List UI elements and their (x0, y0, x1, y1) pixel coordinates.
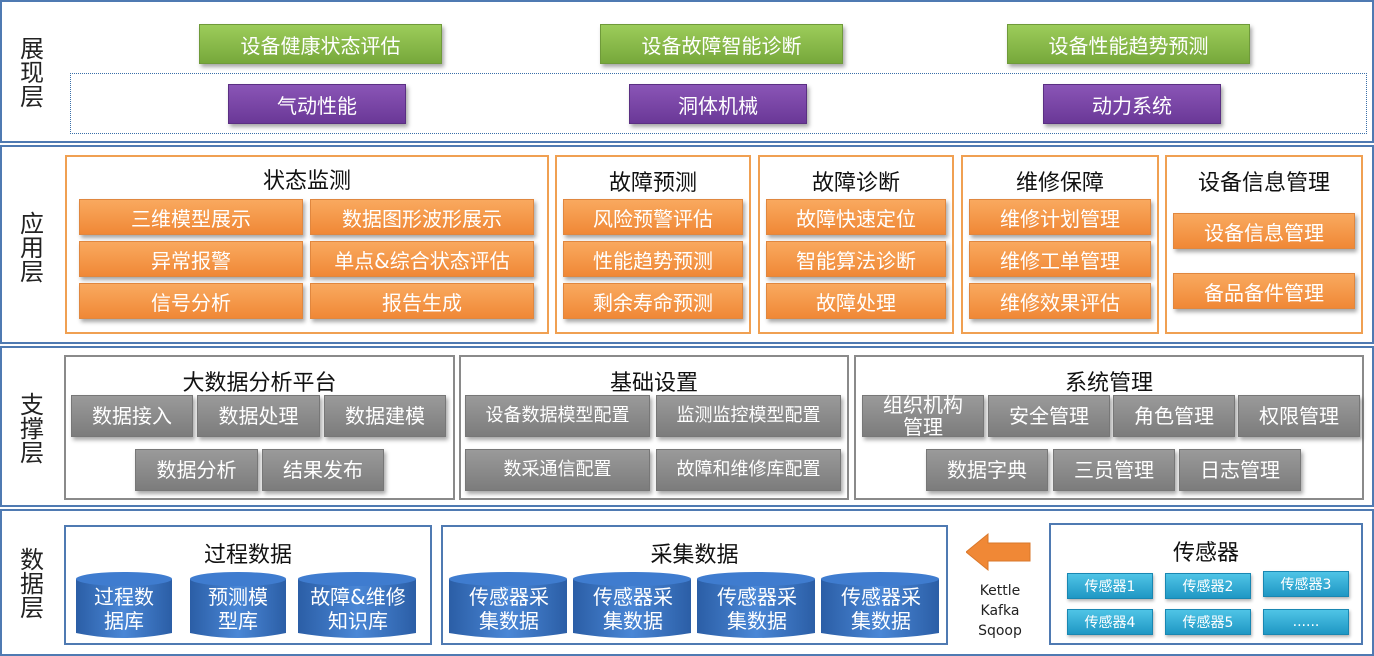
organization-button[interactable]: 组织机构管理 (862, 393, 984, 439)
tool-sqoop: Sqoop (978, 623, 1022, 639)
trend-prediction-button[interactable]: 设备性能趋势预测 (1007, 24, 1250, 64)
fault-prediction-group: 故障预测 风险预警评估 性能趋势预测 剩余寿命预测 (555, 155, 751, 334)
maintenance-plan-button[interactable]: 维修计划管理 (969, 199, 1151, 235)
power-system-button[interactable]: 动力系统 (1043, 84, 1221, 124)
tool-kafka: Kafka (980, 603, 1020, 619)
data-layer: 数据层 过程数据 (0, 509, 1374, 656)
group-title: 状态监测 (262, 169, 351, 194)
group-title: 故障诊断 (811, 171, 900, 196)
group-title: 维修保障 (1015, 171, 1104, 196)
sensor-item[interactable]: 传感器3 (1263, 571, 1349, 597)
aero-performance-button[interactable]: 气动性能 (228, 84, 406, 124)
sensor-item[interactable]: 传感器4 (1067, 609, 1153, 635)
subsystem-frame (70, 73, 1367, 134)
remaining-life-button[interactable]: 剩余寿命预测 (563, 283, 743, 319)
data-dictionary-button[interactable]: 数据字典 (926, 449, 1048, 491)
process-db-label: 过程数据库 (94, 585, 154, 633)
work-order-button[interactable]: 维修工单管理 (969, 241, 1151, 277)
signal-analysis-button[interactable]: 信号分析 (79, 283, 303, 319)
monitoring-model-config-button[interactable]: 监测监控模型配置 (656, 395, 841, 437)
process-db-row: 过程数据库 预测模型库 故障&维修知识库 (66, 571, 430, 643)
fault-handling-button[interactable]: 故障处理 (766, 283, 946, 319)
system-management-group: 系统管理 组织机构管理 安全管理 角色管理 权限管理 数据字典 三员管理 日志管… (854, 355, 1364, 500)
group-title: 设备信息管理 (1197, 171, 1330, 196)
comm-config-button[interactable]: 数采通信配置 (465, 449, 650, 491)
permission-button[interactable]: 权限管理 (1238, 395, 1360, 437)
layer-label: 展现层 (15, 36, 44, 108)
health-assessment-button[interactable]: 设备健康状态评估 (199, 24, 442, 64)
support-layer: 支撑层 大数据分析平台 数据接入 数据处理 数据建模 数据分析 结果发布 基础设… (0, 346, 1374, 507)
performance-trend-button[interactable]: 性能趋势预测 (563, 241, 743, 277)
db-cylinder-icon (76, 572, 416, 638)
sensor-data-label: 传感器采集数据 (717, 585, 797, 633)
layer-label: 支撑层 (15, 392, 44, 464)
smart-algorithm-button[interactable]: 智能算法诊断 (766, 241, 946, 277)
result-publish-button[interactable]: 结果发布 (262, 449, 384, 491)
data-analysis-button[interactable]: 数据分析 (135, 449, 258, 491)
sensor-item[interactable]: 传感器1 (1067, 573, 1153, 599)
sensor-data-label: 传感器采集数据 (593, 585, 673, 633)
application-layer: 应用层 状态监测 三维模型展示 数据图形波形展示 异常报警 单点&综合状态评估 … (0, 145, 1374, 344)
layer-label: 应用层 (15, 211, 44, 283)
prediction-model-db-label: 预测模型库 (208, 585, 268, 633)
sensor-item-more[interactable]: ...... (1263, 609, 1349, 635)
sensor-item[interactable]: 传感器2 (1165, 573, 1251, 599)
collect-data-group: 采集数据 传感器采集数据 传感器采集数据 传感器采集数据 传感器采集数据 (441, 525, 948, 645)
sensor-group: 传感器 传感器1 传感器2 传感器3 传感器4 传感器5 ...... (1049, 523, 1363, 645)
data-processing-button[interactable]: 数据处理 (197, 395, 320, 437)
security-button[interactable]: 安全管理 (988, 395, 1110, 437)
group-title: 过程数据 (203, 543, 292, 568)
knowledge-db-label: 故障&维修知识库 (310, 585, 406, 633)
spare-parts-button[interactable]: 备品备件管理 (1173, 273, 1355, 309)
status-evaluation-button[interactable]: 单点&综合状态评估 (310, 241, 534, 277)
status-monitoring-group: 状态监测 三维模型展示 数据图形波形展示 异常报警 单点&综合状态评估 信号分析… (65, 155, 549, 334)
group-title: 基础设置 (609, 371, 698, 396)
process-data-group: 过程数据 (64, 525, 432, 645)
group-title: 传感器 (1172, 541, 1239, 566)
bigdata-platform-group: 大数据分析平台 数据接入 数据处理 数据建模 数据分析 结果发布 (64, 355, 455, 500)
group-title: 系统管理 (1064, 371, 1153, 396)
maintenance-effect-button[interactable]: 维修效果评估 (969, 283, 1151, 319)
sensor-data-label: 传感器采集数据 (841, 585, 921, 633)
anomaly-alarm-button[interactable]: 异常报警 (79, 241, 303, 277)
risk-warning-button[interactable]: 风险预警评估 (563, 199, 743, 235)
basic-settings-group: 基础设置 设备数据模型配置 监测监控模型配置 数采通信配置 故障和维修库配置 (459, 355, 849, 500)
three-admins-button[interactable]: 三员管理 (1053, 449, 1175, 491)
group-title: 故障预测 (608, 171, 697, 196)
organization-label: 组织机构管理 (883, 393, 963, 439)
group-title: 大数据分析平台 (182, 371, 337, 396)
data-ingest-button[interactable]: 数据接入 (71, 395, 193, 437)
3d-model-button[interactable]: 三维模型展示 (79, 199, 303, 235)
sensor-db-cylinder-icon (449, 572, 939, 638)
log-management-button[interactable]: 日志管理 (1179, 449, 1301, 491)
role-button[interactable]: 角色管理 (1113, 395, 1235, 437)
layer-label: 数据层 (15, 547, 44, 619)
tunnel-mechanics-button[interactable]: 洞体机械 (629, 84, 807, 124)
sensor-item[interactable]: 传感器5 (1165, 609, 1251, 635)
fault-diagnosis-button[interactable]: 设备故障智能诊断 (600, 24, 843, 64)
tool-list: Kettle Kafka Sqoop (968, 581, 1032, 641)
tool-kettle: Kettle (979, 583, 1021, 599)
equipment-info-button[interactable]: 设备信息管理 (1173, 213, 1355, 249)
presentation-layer: 展现层 设备健康状态评估 设备故障智能诊断 设备性能趋势预测 气动性能 洞体机械… (0, 0, 1374, 143)
waveform-display-button[interactable]: 数据图形波形展示 (310, 199, 534, 235)
left-arrow-icon (966, 532, 1031, 572)
equipment-info-group: 设备信息管理 设备信息管理 备品备件管理 (1165, 155, 1363, 334)
fast-locate-button[interactable]: 故障快速定位 (766, 199, 946, 235)
data-modeling-button[interactable]: 数据建模 (324, 395, 446, 437)
fault-diagnosis-group: 故障诊断 故障快速定位 智能算法诊断 故障处理 (758, 155, 954, 334)
fault-repair-config-button[interactable]: 故障和维修库配置 (656, 449, 841, 491)
group-title: 采集数据 (650, 543, 739, 568)
maintenance-group: 维修保障 维修计划管理 维修工单管理 维修效果评估 (961, 155, 1159, 334)
equipment-model-config-button[interactable]: 设备数据模型配置 (465, 395, 650, 437)
report-generation-button[interactable]: 报告生成 (310, 283, 534, 319)
sensor-data-label: 传感器采集数据 (469, 585, 549, 633)
